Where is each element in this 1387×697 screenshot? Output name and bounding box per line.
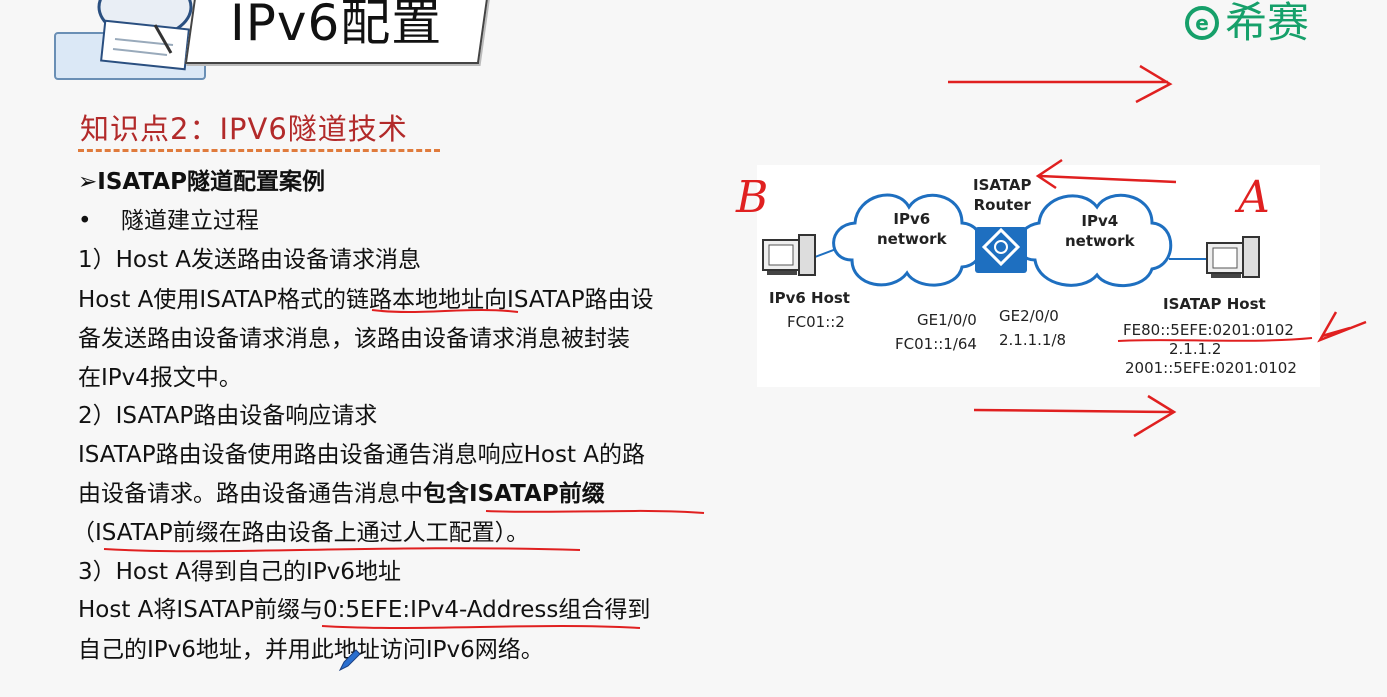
isatap-host-ipv4: 2.1.1.2 [1169,340,1222,358]
ipv6-cloud-label: IPv6 network [877,209,947,249]
ipv6-cloud-label-line1: IPv6 [893,210,931,228]
ink-letter-b: B [736,172,769,223]
pen-cursor-icon [338,649,361,672]
ipv6-host-name: IPv6 Host [769,289,850,307]
bullet-text: 隧道建立过程 [120,208,259,234]
step1-line3: 在IPv4报文中。 [78,365,242,391]
brand-logo-icon: e [1185,6,1219,40]
ink-underline-fe80 [1117,337,1313,342]
ipv6-cloud-icon [832,193,984,287]
ink-underline-5efe [321,625,641,629]
router-if2-address: 2.1.1.1/8 [999,331,1067,349]
step2-title: 2）ISATAP路由设备响应请求 [78,403,378,429]
ipv6-host-address: FC01::2 [787,313,845,331]
step3-title: 3）Host A得到自己的IPv6地址 [78,559,401,585]
ink-underline-prefix [485,509,705,514]
diagram-graphics [762,193,1260,288]
step3-line1: Host A将ISATAP前缀与0:5EFE:IPv4-Address组合得到 [78,597,651,623]
router-label-line1: ISATAP [973,176,1032,194]
step1-title: 1）Host A发送路由设备请求消息 [78,247,422,273]
bullet-marker: • [78,208,92,234]
heading-divider [78,149,440,152]
ink-arrow-right-top [948,64,1173,104]
step2-line2-emphasis: 包含ISATAP前缀 [423,481,605,507]
brand-logo-text: 希赛 [1225,0,1310,47]
ink-underline-manual-config [103,547,581,553]
step2-line3: （ISATAP前缀在路由设备上通过人工配置）。 [72,520,530,546]
ink-check-arrow [1317,311,1367,343]
ink-underline-link-local [371,309,519,313]
router-label-line2: Router [973,196,1031,214]
step1-line1: Host A使用ISATAP格式的链路本地地址向ISATAP路由设 [78,287,654,313]
cat-mascot-illustration [54,0,206,80]
router-if1-name: GE1/0/0 [917,311,977,329]
ink-arrow-left [1035,158,1177,190]
ipv4-cloud-icon [1016,193,1173,288]
ipv6-cloud-label-line2: network [877,230,947,248]
isatap-host-computer-icon [1206,236,1260,278]
ipv4-cloud-label-line2: network [1065,232,1135,250]
router-label: ISATAP Router [973,175,1032,215]
step3-line2: 自己的IPv6地址，并用此地址访问IPv6网络。 [78,637,544,663]
brand-logo: e 希赛 [1185,0,1309,46]
isatap-network-diagram: IPv6 network IPv4 network ISATAP Router … [757,165,1320,387]
isatap-host-name: ISATAP Host [1163,295,1266,313]
step2-line2: 由设备请求。路由设备通告消息中包含ISATAP前缀 [78,479,605,509]
ink-arrow-right-bottom [973,394,1177,438]
ipv4-cloud-label: IPv4 network [1065,211,1135,251]
bullet-item: • 隧道建立过程 [78,206,259,236]
case-title: ➢ISATAP隧道配置案例 [78,169,325,195]
router-if2-name: GE2/0/0 [999,307,1059,325]
ipv6-host-computer-icon [762,234,816,276]
step2-line1: ISATAP路由设备使用路由设备通告消息响应Host A的路 [78,442,646,468]
isatap-host-link-local: FE80::5EFE:0201:0102 [1123,321,1294,339]
router-if1-address: FC01::1/64 [895,335,977,353]
page-title: IPv6配置 [230,0,443,52]
step2-line2-text: 由设备请求。路由设备通告消息中 [78,481,423,507]
ipv4-cloud-label-line1: IPv4 [1081,212,1119,230]
isatap-host-global: 2001::5EFE:0201:0102 [1125,359,1297,377]
router-icon [975,227,1027,273]
section-heading: 知识点2：IPV6隧道技术 [80,112,408,146]
ink-letter-a: A [1238,172,1270,223]
step1-line2: 备发送路由设备请求消息，该路由设备请求消息被封装 [78,326,630,352]
